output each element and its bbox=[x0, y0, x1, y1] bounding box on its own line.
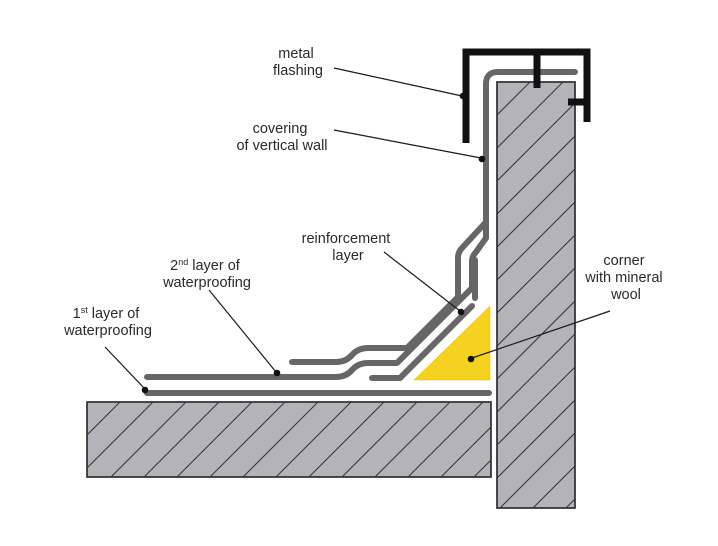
label-first-layer: 1st layer of waterproofing bbox=[63, 305, 152, 339]
hatch-line bbox=[497, 234, 575, 314]
label-covering-vertical-wall: covering of vertical wall bbox=[236, 121, 327, 154]
reinforcement-lower-strip bbox=[369, 303, 475, 381]
label-second-layer: 2nd layer of waterproofing bbox=[162, 257, 251, 291]
hatch-line bbox=[440, 426, 491, 477]
hatch-line bbox=[242, 402, 319, 477]
hatch-line bbox=[497, 102, 575, 182]
hatch-line bbox=[499, 432, 575, 508]
hatch-line bbox=[497, 399, 575, 479]
slab-body bbox=[86, 401, 492, 478]
leader-mineral-wool bbox=[467, 310, 611, 363]
hatch-line bbox=[473, 459, 491, 477]
hatch-line bbox=[665, 82, 718, 508]
reinforcement-layer bbox=[289, 219, 489, 365]
leader-reinforcement bbox=[383, 251, 465, 316]
leader-metal-flashing bbox=[333, 67, 467, 100]
slab-hatching bbox=[87, 402, 491, 477]
wall-hatching bbox=[497, 82, 718, 508]
leader-first-layer bbox=[104, 346, 149, 394]
hatch-line bbox=[341, 402, 418, 477]
hatch-line bbox=[497, 267, 575, 347]
hatch-line bbox=[374, 402, 451, 477]
hatch-line bbox=[632, 82, 718, 508]
hatch-line bbox=[407, 402, 484, 477]
hatch-line bbox=[87, 402, 154, 469]
hatch-line bbox=[698, 82, 718, 508]
horizontal-slab bbox=[86, 401, 492, 478]
hatch-line bbox=[209, 402, 286, 477]
metal-flashing bbox=[462, 48, 591, 143]
hatch-line bbox=[565, 498, 575, 508]
hatch-line bbox=[497, 366, 575, 446]
label-metal-flashing: metal flashing bbox=[273, 46, 323, 79]
hatch-line bbox=[87, 402, 88, 403]
leader-covering bbox=[333, 129, 486, 163]
hatch-line bbox=[497, 135, 575, 215]
hatch-line bbox=[143, 402, 220, 477]
hatch-line bbox=[308, 402, 385, 477]
hatch-line bbox=[275, 402, 352, 477]
label-mineral-wool: corner with mineral wool bbox=[584, 253, 666, 303]
hatch-line bbox=[110, 402, 187, 477]
mineral-wool-corner bbox=[413, 305, 491, 381]
hatch-line bbox=[176, 402, 253, 477]
hatch-line bbox=[87, 402, 121, 436]
label-reinforcement-layer: reinforcement layer bbox=[302, 231, 395, 264]
leader-second-layer bbox=[208, 289, 281, 377]
